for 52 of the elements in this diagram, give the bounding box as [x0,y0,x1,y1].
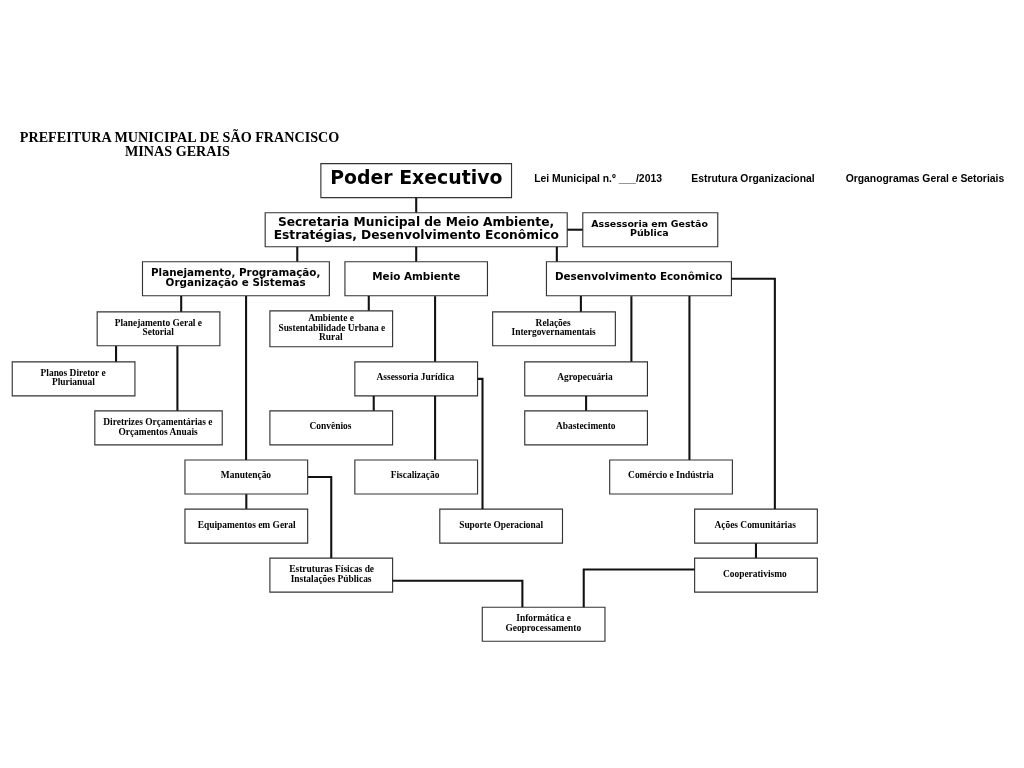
connector [415,246,418,262]
node-box: Fiscalização [354,458,479,495]
node-box: Suporte Operacional [439,508,564,544]
label: Organogramas Geral e Setoriais [845,172,1005,184]
connector [567,228,583,231]
node-box: Manutenção [184,458,309,495]
node-box: Planos Diretor e Plurianual [11,360,136,396]
node-box: Estruturas Físicas de Instalações Públicas [269,557,394,593]
connector [434,295,437,362]
node-box: Planejamento Geral e Setorial [96,310,221,346]
connector [372,395,375,411]
node-box: Assessoria em Gestão Pública [582,211,719,247]
connector [555,246,558,262]
node-box: Ambiente e Sustentabilidade Urbana e Rural [269,309,394,347]
node-box: Cooperativismo [694,557,818,593]
node-box: Assessoria Jurídica [354,360,479,396]
node-box: Planejamento, Programação, Organização e Sistemas [141,260,330,296]
node-box: Convênios [269,409,394,445]
connector [434,395,437,460]
node-box: Equipamentos em Geral [184,508,309,544]
diagram-title: PREFEITURA MUNICIPAL DE SÃO FRANCISCO MINAS GERAIS [19,128,340,159]
connector [115,345,118,362]
connector [582,567,695,607]
connector [245,295,248,460]
node-box: Informática e Geoprocessamento [481,606,606,642]
connector [585,395,588,411]
node-box: Agropecuária [524,360,648,396]
node-box: Comércio e Indústria [609,458,733,495]
connector [296,246,299,262]
connector [579,295,582,312]
connector [308,475,333,558]
connector [477,377,484,509]
connector [180,295,183,312]
label: Estrutura Organizacional [691,172,815,184]
node-box: Poder Executivo [320,162,513,198]
connector [731,277,776,509]
connector [392,579,524,607]
node-box: Diretrizes Orçamentárias e Orçamentos Anuais [94,409,223,445]
node-box: Secretaria Municipal de Meio Ambiente, Estratégias, Desenvolvimento Econômico [264,211,568,247]
connector [367,295,370,311]
connector [245,493,248,509]
node-box: Ações Comunitárias [694,508,818,544]
node-box: Abastecimento [524,409,648,445]
connector [754,542,757,558]
node-box: Relações Intergovernamentais [492,310,616,346]
node-box: Meio Ambiente [344,260,489,296]
connector [415,197,418,212]
connector [176,345,179,411]
connector [630,295,633,362]
node-box: Desenvolvimento Econômico [545,260,732,296]
label: Lei Municipal n.º ___/2013 [534,172,662,184]
connector [688,295,691,460]
